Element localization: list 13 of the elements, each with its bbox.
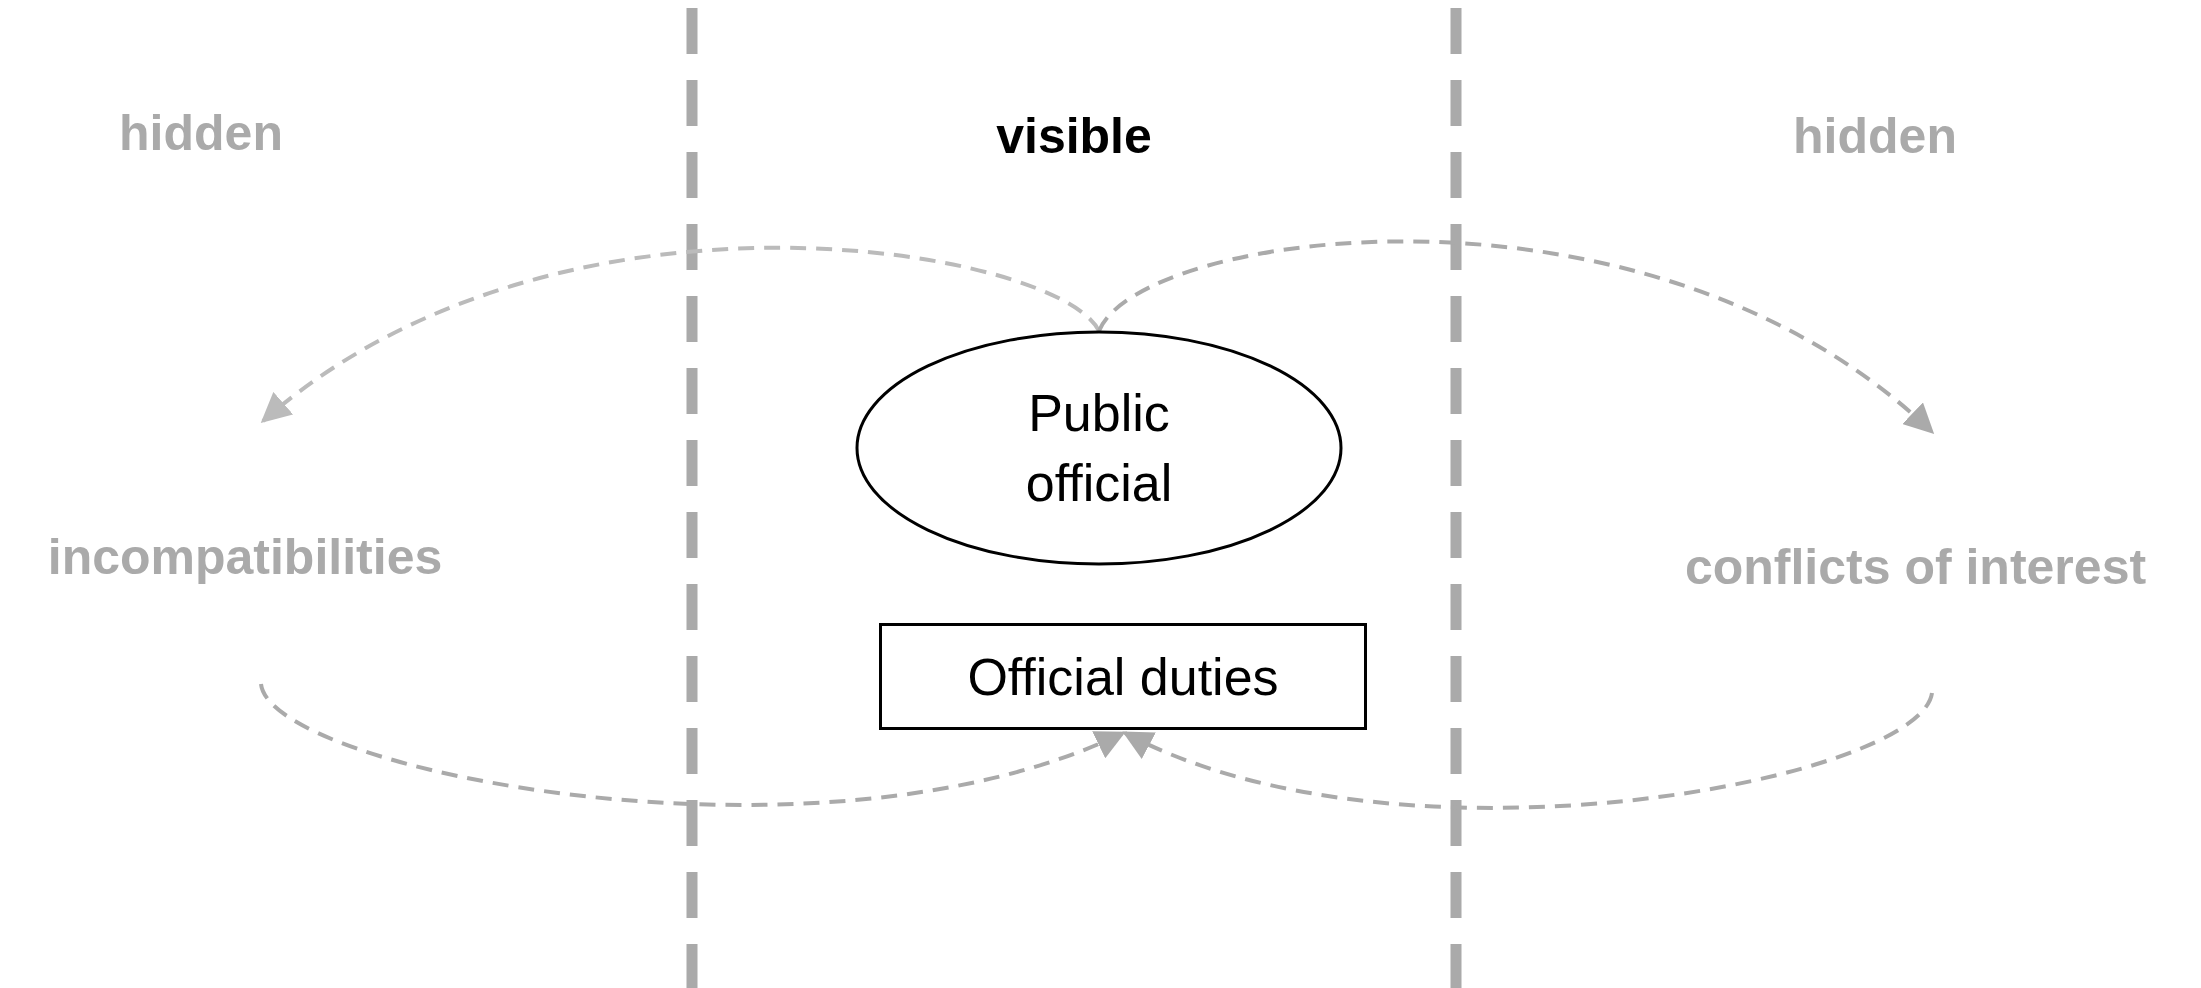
arrow: [1122, 691, 1934, 810]
arrow: [1097, 239, 1935, 434]
category-label: incompatibilities: [47, 528, 443, 586]
category-label: conflicts of interest: [1684, 538, 2147, 596]
node-label: Public official: [1024, 382, 1174, 514]
process-box: [879, 623, 1367, 730]
zone-label: hidden: [1793, 107, 1957, 165]
ellipse-node: [855, 330, 1343, 566]
arrow: [259, 682, 1126, 807]
zone-label: hidden: [119, 104, 283, 162]
arrow: [260, 245, 1101, 423]
zone-heading: visible: [996, 107, 1152, 165]
node-label: Official duties: [967, 646, 1279, 707]
